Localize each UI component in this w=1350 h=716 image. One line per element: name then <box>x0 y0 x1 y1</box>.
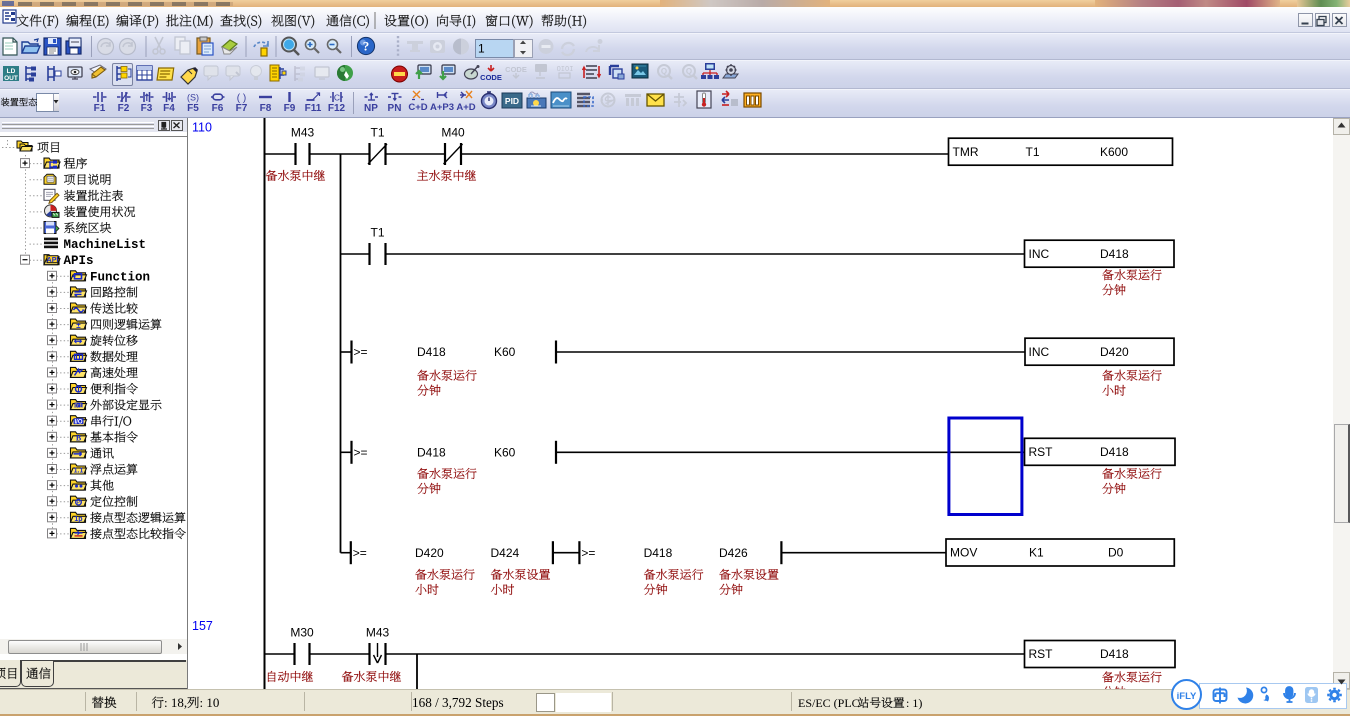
svg-text:D418: D418 <box>1100 445 1129 459</box>
svg-text:( ): ( ) <box>237 93 246 104</box>
svg-text:P: P <box>77 500 81 506</box>
svg-text:D418: D418 <box>1100 247 1129 261</box>
svg-text:K60: K60 <box>494 345 516 359</box>
svg-text:CODE: CODE <box>505 65 527 74</box>
svg-text:PN: PN <box>388 103 402 114</box>
svg-text:1: 1 <box>478 42 485 56</box>
svg-text:F5: F5 <box>187 103 199 114</box>
svg-text:PID: PID <box>505 96 519 106</box>
svg-text:D418: D418 <box>417 345 446 359</box>
svg-text:T1: T1 <box>1026 145 1040 159</box>
svg-text:LD: LD <box>7 68 16 75</box>
svg-text:D0: D0 <box>1108 546 1124 560</box>
svg-text:>=: >= <box>354 345 368 359</box>
svg-text:: 18,: : 18, <box>164 695 187 710</box>
svg-text:B: B <box>76 433 82 442</box>
svg-text:T1: T1 <box>370 126 384 140</box>
svg-text:F12: F12 <box>328 103 346 114</box>
svg-text:F6: F6 <box>212 103 224 114</box>
svg-text:F11: F11 <box>305 103 322 114</box>
svg-text:APIs: APIs <box>64 254 94 268</box>
svg-text:>=: >= <box>581 546 595 560</box>
svg-text:A+P3: A+P3 <box>430 102 454 113</box>
svg-text:D426: D426 <box>719 546 748 560</box>
svg-text:>=: >= <box>353 546 367 560</box>
svg-text:NP: NP <box>364 103 378 114</box>
svg-text:168 / 3,792 Steps: 168 / 3,792 Steps <box>412 695 504 710</box>
svg-text:D420: D420 <box>415 546 444 560</box>
svg-text:F7: F7 <box>236 103 248 114</box>
svg-text:A+D: A+D <box>456 102 475 113</box>
svg-text:±: ± <box>76 321 81 330</box>
svg-text:(S): (S) <box>187 93 199 103</box>
svg-text:M40: M40 <box>441 126 465 140</box>
svg-text:: 1): : 1) <box>906 696 922 710</box>
svg-text:1p: 1p <box>74 516 82 523</box>
svg-text:F8: F8 <box>260 103 272 114</box>
svg-text:D418: D418 <box>644 546 673 560</box>
svg-text:F9: F9 <box>284 103 296 114</box>
svg-text:Q: Q <box>661 67 667 76</box>
svg-text:MOV: MOV <box>950 546 977 560</box>
svg-text:M30: M30 <box>290 626 314 640</box>
svg-text:OIOI: OIOI <box>557 66 574 74</box>
svg-text:D424: D424 <box>491 546 520 560</box>
svg-text:K1: K1 <box>1029 546 1044 560</box>
svg-text:M43: M43 <box>291 126 315 140</box>
svg-text:API: API <box>47 257 59 264</box>
svg-text:F4: F4 <box>163 103 175 114</box>
svg-text:M43: M43 <box>366 626 390 640</box>
svg-text:D420: D420 <box>1100 345 1129 359</box>
svg-text:Q: Q <box>686 67 692 76</box>
svg-text:K60: K60 <box>494 446 516 460</box>
svg-text:D418: D418 <box>417 446 446 460</box>
svg-text:C: C <box>334 93 340 103</box>
svg-text:RST: RST <box>1029 647 1054 661</box>
svg-text:1.1: 1.1 <box>74 468 84 475</box>
svg-text:INC: INC <box>1029 247 1050 261</box>
svg-text:110: 110 <box>192 121 212 135</box>
svg-text:F3: F3 <box>141 103 153 114</box>
svg-text:K600: K600 <box>1100 145 1128 159</box>
svg-text:C+D: C+D <box>408 102 427 113</box>
svg-text:ES/EC (PLC: ES/EC (PLC <box>798 696 860 710</box>
svg-text:I/O: I/O <box>74 420 82 426</box>
svg-text:TMR: TMR <box>953 145 979 159</box>
svg-text:?: ? <box>363 39 370 54</box>
svg-text:RST: RST <box>1029 445 1054 459</box>
svg-text:iFLY: iFLY <box>1177 691 1197 702</box>
svg-text:MachineList: MachineList <box>64 238 147 252</box>
svg-text:D418: D418 <box>1100 647 1129 661</box>
svg-text:F1: F1 <box>94 103 106 114</box>
svg-text:T1: T1 <box>370 226 384 240</box>
svg-text:INC: INC <box>1029 345 1050 359</box>
svg-text:157: 157 <box>192 619 213 633</box>
svg-text:Function: Function <box>90 270 150 284</box>
svg-text:OUT: OUT <box>4 75 18 82</box>
svg-text:0:1: 0:1 <box>75 404 83 410</box>
svg-text:F2: F2 <box>118 103 130 114</box>
svg-text:CODE: CODE <box>480 73 502 82</box>
svg-text:: 10: : 10 <box>200 695 220 710</box>
svg-text:>=: >= <box>354 446 368 460</box>
